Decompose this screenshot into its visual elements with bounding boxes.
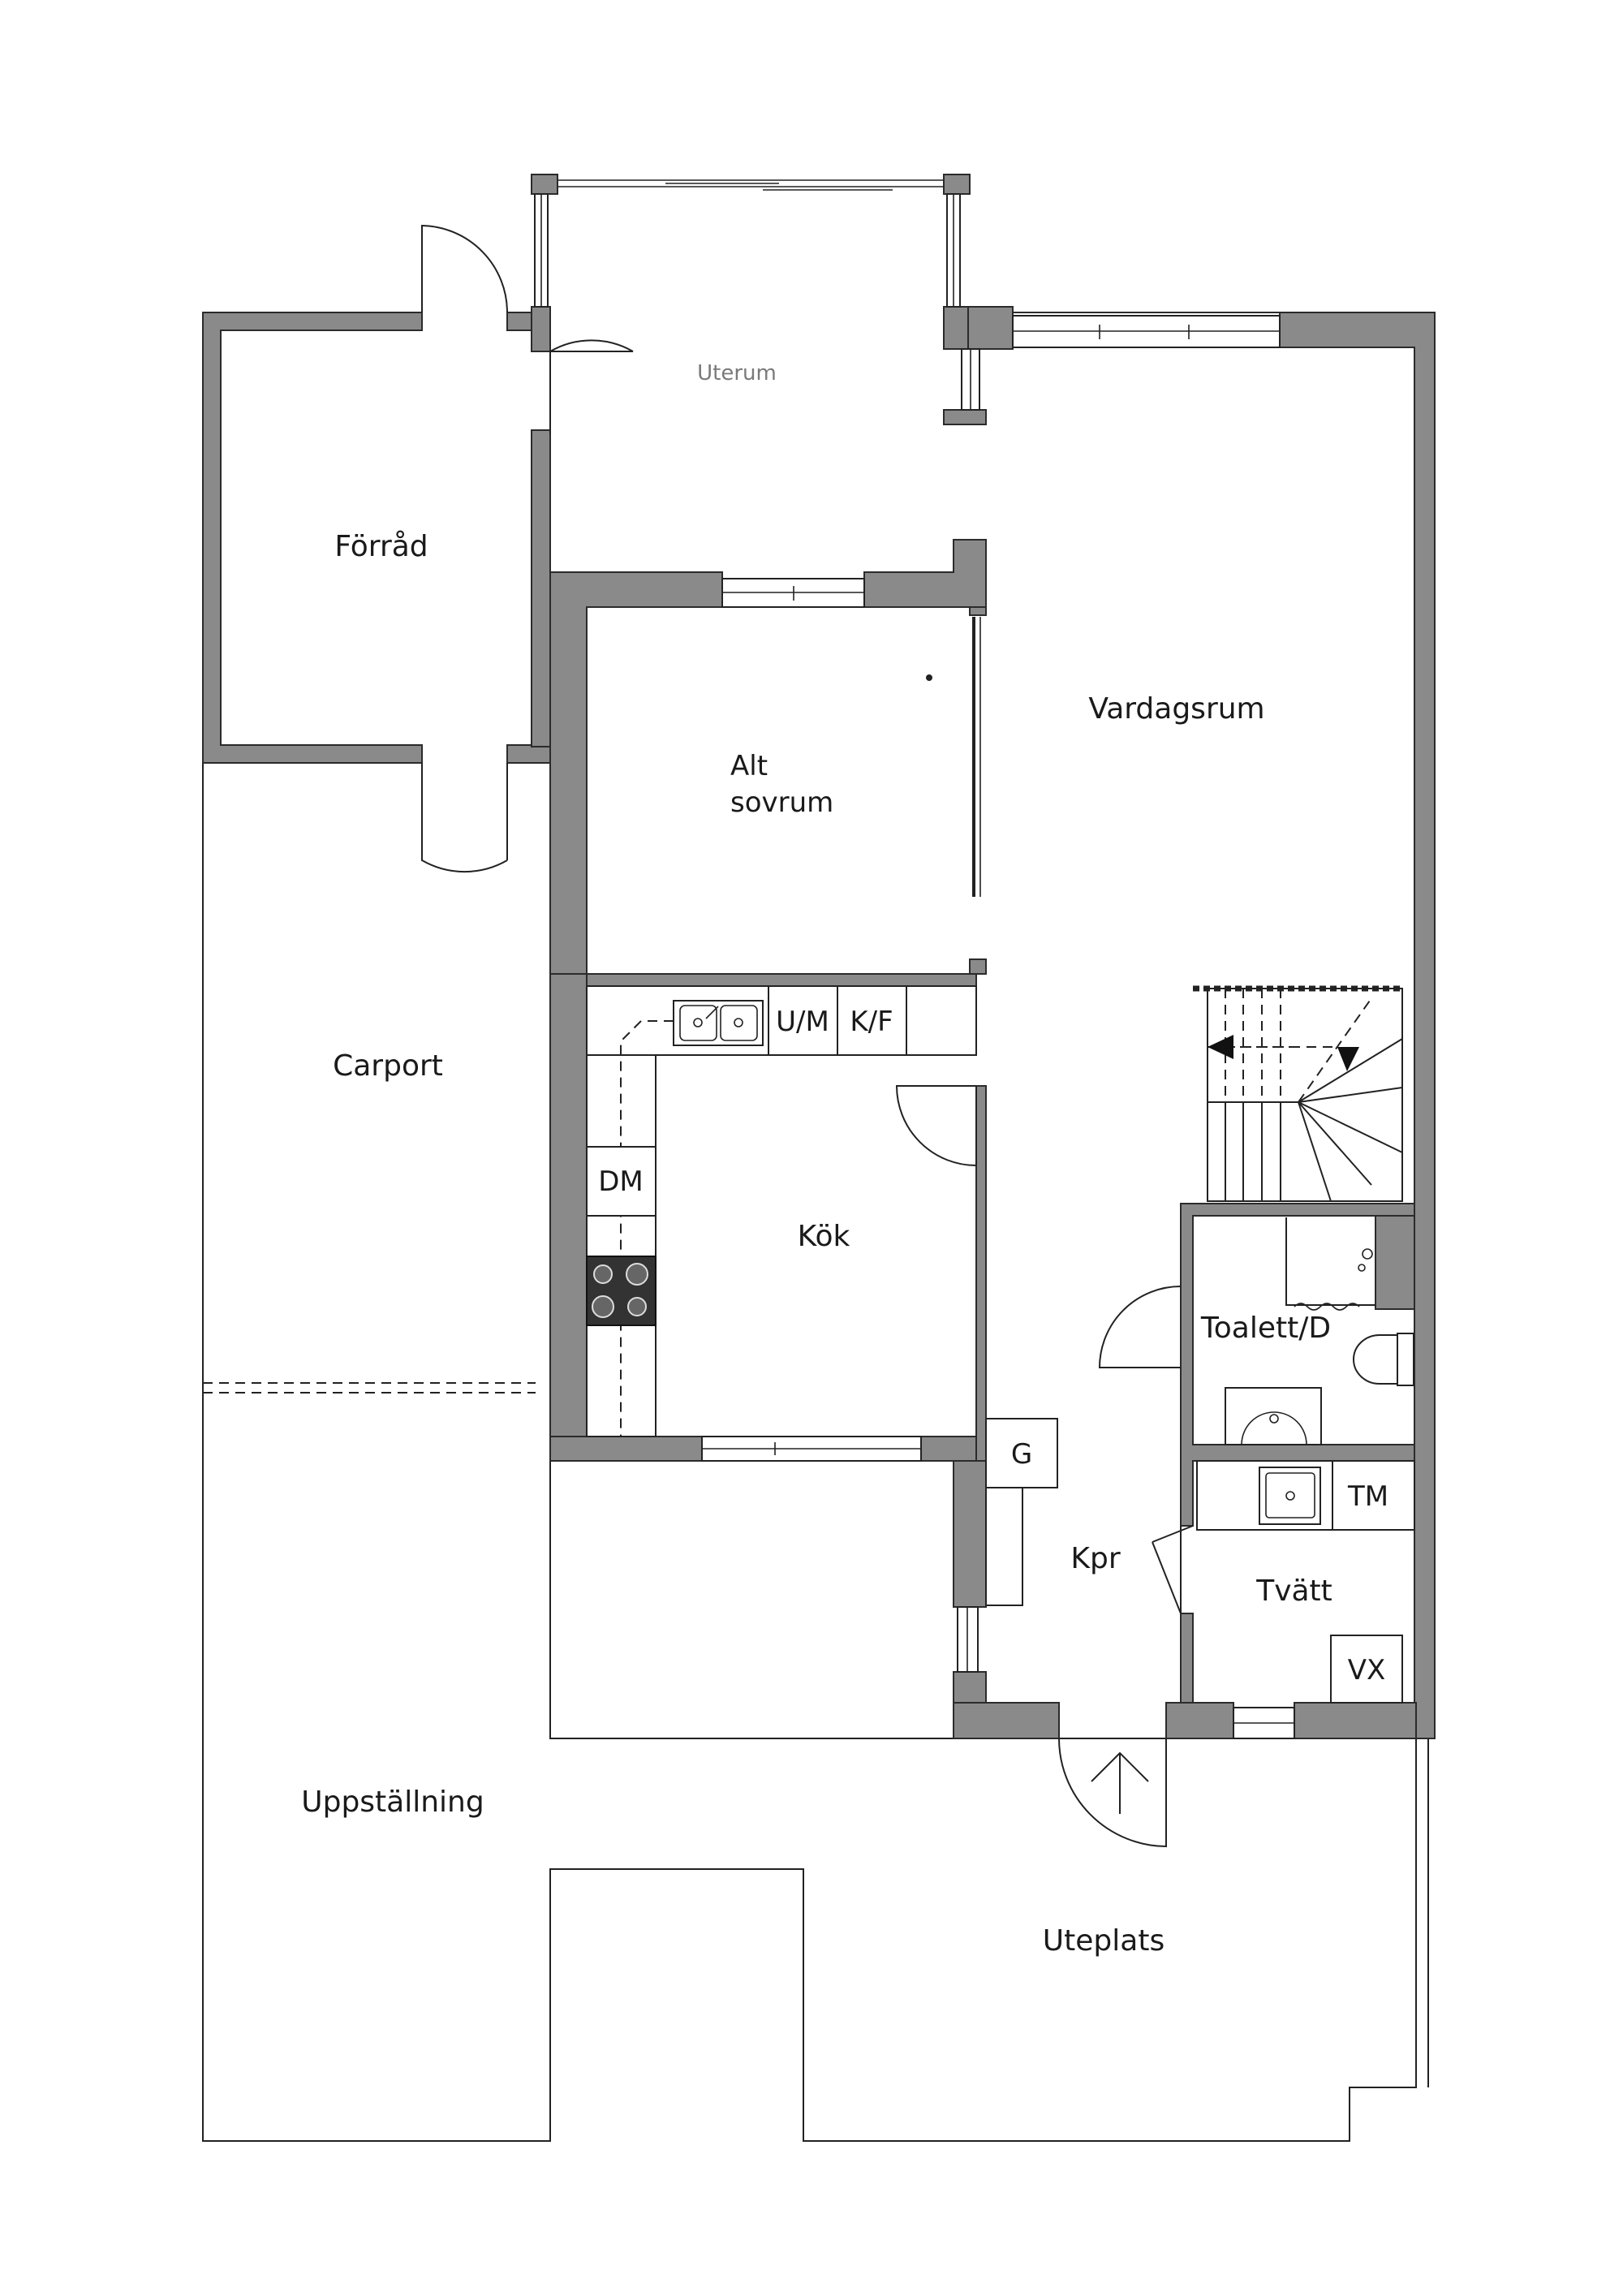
laundry-sink-icon xyxy=(1259,1467,1321,1525)
toilet-icon xyxy=(1353,1334,1399,1385)
label-g: G xyxy=(1011,1438,1032,1471)
doors xyxy=(421,224,1194,1848)
kitchen-fixtures xyxy=(586,985,977,1437)
stair-arrow-up-icon xyxy=(1337,1047,1359,1071)
label-uteplats: Uteplats xyxy=(1043,1924,1165,1958)
label-toalett: Toalett/D xyxy=(1200,1312,1331,1345)
label-alt-sovrum-line2: sovrum xyxy=(730,786,833,819)
label-alt-sovrum-line1: Alt xyxy=(730,750,768,782)
label-carport: Carport xyxy=(333,1049,443,1083)
label-tm: TM xyxy=(1347,1480,1388,1513)
label-kok: Kök xyxy=(798,1220,850,1253)
label-um: U/M xyxy=(776,1006,829,1038)
basin-icon xyxy=(1225,1387,1322,1445)
room-labels: Uterum Förråd Vardagsrum Alt sovrum Carp… xyxy=(301,361,1332,1958)
fixture-labels: U/M K/F DM G TM VX xyxy=(598,1006,1388,1686)
label-dm: DM xyxy=(598,1165,644,1198)
label-kf: K/F xyxy=(850,1006,893,1038)
shower-icon xyxy=(1362,1248,1373,1260)
label-vardagsrum: Vardagsrum xyxy=(1088,692,1264,726)
stairs xyxy=(1193,985,1403,1202)
label-forrad: Förråd xyxy=(334,530,428,563)
kitchen-sink-icon xyxy=(673,1000,764,1046)
windows xyxy=(534,179,1295,1739)
label-kpr: Kpr xyxy=(1070,1542,1120,1575)
label-uppstallning: Uppställning xyxy=(301,1786,484,1819)
label-tvatt: Tvätt xyxy=(1255,1574,1332,1608)
bath-fixtures xyxy=(985,1217,1415,1704)
stair-arrow-left-icon xyxy=(1208,1035,1233,1059)
label-uterum: Uterum xyxy=(697,361,777,386)
entrance-arrow-icon xyxy=(1091,1751,1149,1814)
label-vx: VX xyxy=(1348,1654,1386,1686)
